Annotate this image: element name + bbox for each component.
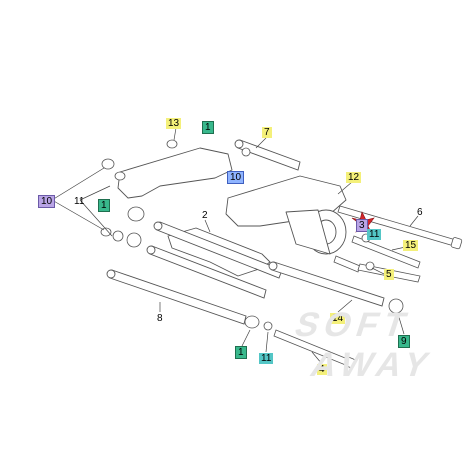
bushing-9	[388, 298, 404, 314]
callout-2: 2	[202, 210, 208, 221]
callout-1-left: 1	[98, 199, 110, 212]
callout-3: 3	[356, 219, 368, 232]
callout-12: 12	[346, 172, 362, 183]
bushing-3	[126, 232, 142, 248]
callout-10-left: 10	[38, 195, 56, 208]
callout-11-left: 11	[74, 196, 85, 207]
callout-11-right: 11	[367, 229, 382, 240]
callout-6: 6	[417, 207, 423, 218]
bolt-5	[333, 255, 361, 273]
rod-2	[156, 221, 283, 279]
bushing-10-left	[101, 158, 115, 170]
bushing-1-left	[127, 206, 145, 222]
washer-11-bottom	[263, 321, 273, 331]
callout-11-bottom: 11	[259, 353, 274, 364]
callout-1-bottom: 1	[235, 346, 247, 359]
washer-5	[365, 261, 375, 271]
callout-14: 14	[330, 313, 346, 324]
callout-9: 9	[398, 335, 410, 348]
callout-8: 8	[157, 313, 163, 324]
bushing-1-bottom	[244, 315, 260, 329]
callout-1-top: 1	[202, 121, 214, 134]
callout-15: 15	[403, 240, 419, 251]
washer-13	[166, 139, 178, 149]
callout-13: 13	[166, 118, 182, 129]
bolt-15	[351, 235, 421, 269]
callout-7: 7	[262, 127, 272, 138]
swing-arm-left	[117, 147, 233, 199]
bolt-4	[273, 329, 351, 367]
callout-10-center: 10	[227, 171, 245, 184]
callout-5: 5	[384, 269, 394, 280]
callout-4: 4	[317, 364, 327, 375]
